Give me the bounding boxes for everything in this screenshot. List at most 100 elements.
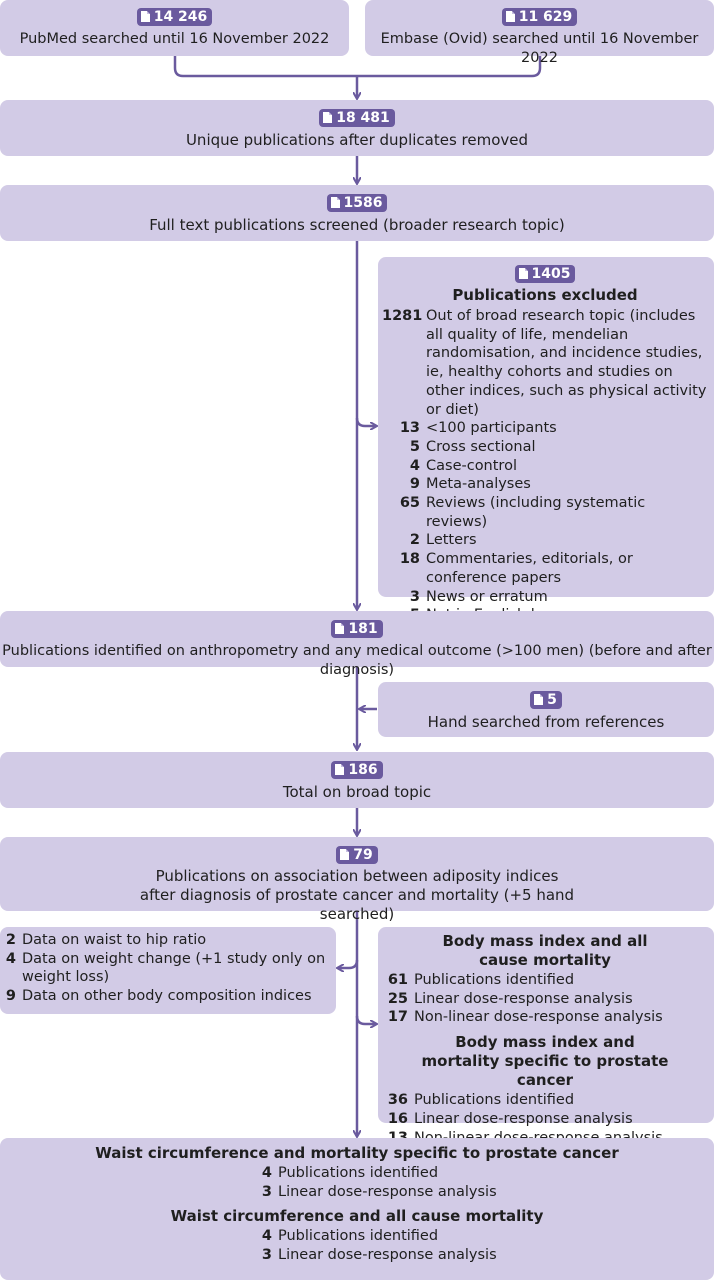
document-icon — [323, 112, 333, 123]
section-title: Waist circumference and mortality specif… — [95, 1144, 619, 1162]
section-title: Waist circumference and all cause mortal… — [170, 1207, 544, 1226]
excluded-title: Publications excluded — [452, 286, 638, 304]
item-count: 4 — [5, 950, 16, 967]
section-title: Body mass index and mortality specific t… — [421, 1033, 669, 1090]
item-count: 3 — [409, 588, 420, 605]
item-label: Publications identified — [414, 1092, 575, 1109]
document-icon — [518, 268, 528, 279]
item-label: Letters — [426, 532, 477, 549]
embase-label: Embase (Ovid) searched until 16 November… — [380, 31, 699, 66]
list-item: 25 Linear dose-response analysis — [382, 990, 708, 1009]
identified-box: 181 Publications identified on anthropom… — [0, 611, 714, 678]
item-label: News or erratum — [426, 588, 548, 605]
item-count: 5 — [409, 438, 420, 455]
list-item: 2 Data on waist to hip ratio — [0, 931, 330, 950]
item-label: Linear dose-response analysis — [414, 990, 633, 1007]
section-items: 4 Publications identified 3 Linear dose-res… — [258, 1164, 558, 1201]
item-label: Case-control — [426, 457, 517, 474]
item-label: Data on weight change (+1 study only on … — [22, 950, 326, 986]
fulltext-label: Full text publications screened (broader… — [149, 216, 565, 234]
other-indices-list: 2 Data on waist to hip ratio 4 Data on weig… — [0, 931, 330, 1006]
total-box: 186 Total on broad topic — [0, 752, 714, 808]
document-icon — [335, 623, 345, 634]
list-item: 13 <100 participants — [382, 419, 708, 438]
item-count: 13 — [399, 420, 420, 437]
fulltext-count-badge: 1586 — [326, 193, 388, 212]
excluded-count-badge: 1405 — [514, 264, 576, 283]
list-item: 2 Letters — [382, 531, 708, 550]
document-icon — [330, 197, 340, 208]
document-icon — [140, 11, 150, 22]
item-count: 65 — [399, 495, 420, 512]
list-item: 9 Data on other body composition indices — [0, 987, 330, 1006]
list-item: 18 Commentaries, editorials, or conferenc… — [382, 550, 708, 587]
item-label: <100 participants — [426, 420, 557, 437]
list-item: 17 Non-linear dose-response analysis — [382, 1008, 708, 1027]
item-label: Non-linear dose-response analysis — [414, 1009, 663, 1026]
unique-count-badge: 18 481 — [319, 108, 395, 127]
embase-box: 11 629 Embase (Ovid) searched until 16 N… — [365, 0, 714, 66]
item-count: 25 — [387, 990, 408, 1007]
embase-count-badge: 11 629 — [501, 7, 578, 26]
list-item: 16 Linear dose-response analysis — [382, 1110, 708, 1129]
identified-count-badge: 181 — [331, 619, 383, 638]
item-count: 3 — [261, 1183, 272, 1200]
item-count: 17 — [387, 1009, 408, 1026]
item-label: Reviews (including systematic reviews) — [426, 495, 646, 530]
association-box: 79 Publications on association between a… — [0, 837, 714, 923]
pubmed-box: 14 246 PubMed searched until 16 November… — [0, 0, 349, 56]
item-count: 9 — [409, 476, 420, 493]
hand-count-badge: 5 — [530, 690, 562, 709]
waist-box: Waist circumference and mortality specif… — [0, 1138, 714, 1280]
identified-label: Publications identified on anthropometry… — [2, 643, 712, 678]
document-icon — [505, 11, 515, 22]
document-icon — [534, 694, 544, 705]
item-label: Data on other body composition indices — [22, 988, 312, 1005]
item-count: 4 — [261, 1228, 272, 1245]
document-icon — [335, 764, 345, 775]
item-label: Publications identified — [414, 972, 575, 988]
item-label: Publications identified — [278, 1165, 439, 1181]
item-count: 2 — [409, 532, 420, 549]
list-item: 4 Data on weight change (+1 study only on… — [0, 950, 330, 987]
item-count: 18 — [399, 551, 420, 568]
item-count: 9 — [5, 988, 16, 1005]
item-label: Linear dose-response analysis — [278, 1183, 497, 1200]
total-label: Total on broad topic — [282, 783, 432, 801]
list-item: 4 Publications identified — [258, 1164, 558, 1183]
item-label: Commentaries, editorials, or conference … — [426, 551, 633, 586]
hand-searched-box: 5 Hand searched from references — [378, 682, 714, 737]
association-count-badge: 79 — [336, 845, 378, 864]
list-item: 3 News or erratum — [382, 588, 708, 607]
item-label: Cross sectional — [426, 438, 536, 455]
other-indices-box: 2 Data on waist to hip ratio 4 Data on weig… — [0, 927, 336, 1014]
pubmed-label: PubMed searched until 16 November 2022 — [19, 31, 330, 47]
list-item: 4 Publications identified — [258, 1227, 558, 1246]
item-count: 2 — [5, 932, 16, 948]
list-item: 3 Linear dose-response analysis — [258, 1183, 558, 1202]
item-label: Out of broad research topic (includes al… — [426, 308, 707, 418]
item-label: Publications identified — [278, 1228, 439, 1245]
unique-box: 18 481 Unique publications after duplica… — [0, 100, 714, 156]
item-count: 4 — [261, 1165, 272, 1181]
item-count: 16 — [387, 1110, 408, 1127]
item-count: 3 — [261, 1247, 272, 1264]
item-label: Data on waist to hip ratio — [22, 932, 207, 948]
fulltext-box: 1586 Full text publications screened (br… — [0, 185, 714, 241]
unique-label: Unique publications after duplicates rem… — [185, 131, 529, 149]
total-count-badge: 186 — [331, 760, 383, 779]
hand-label: Hand searched from references — [427, 713, 665, 731]
item-label: Linear dose-response analysis — [414, 1110, 633, 1127]
association-label: Publications on association between adip… — [139, 867, 575, 923]
